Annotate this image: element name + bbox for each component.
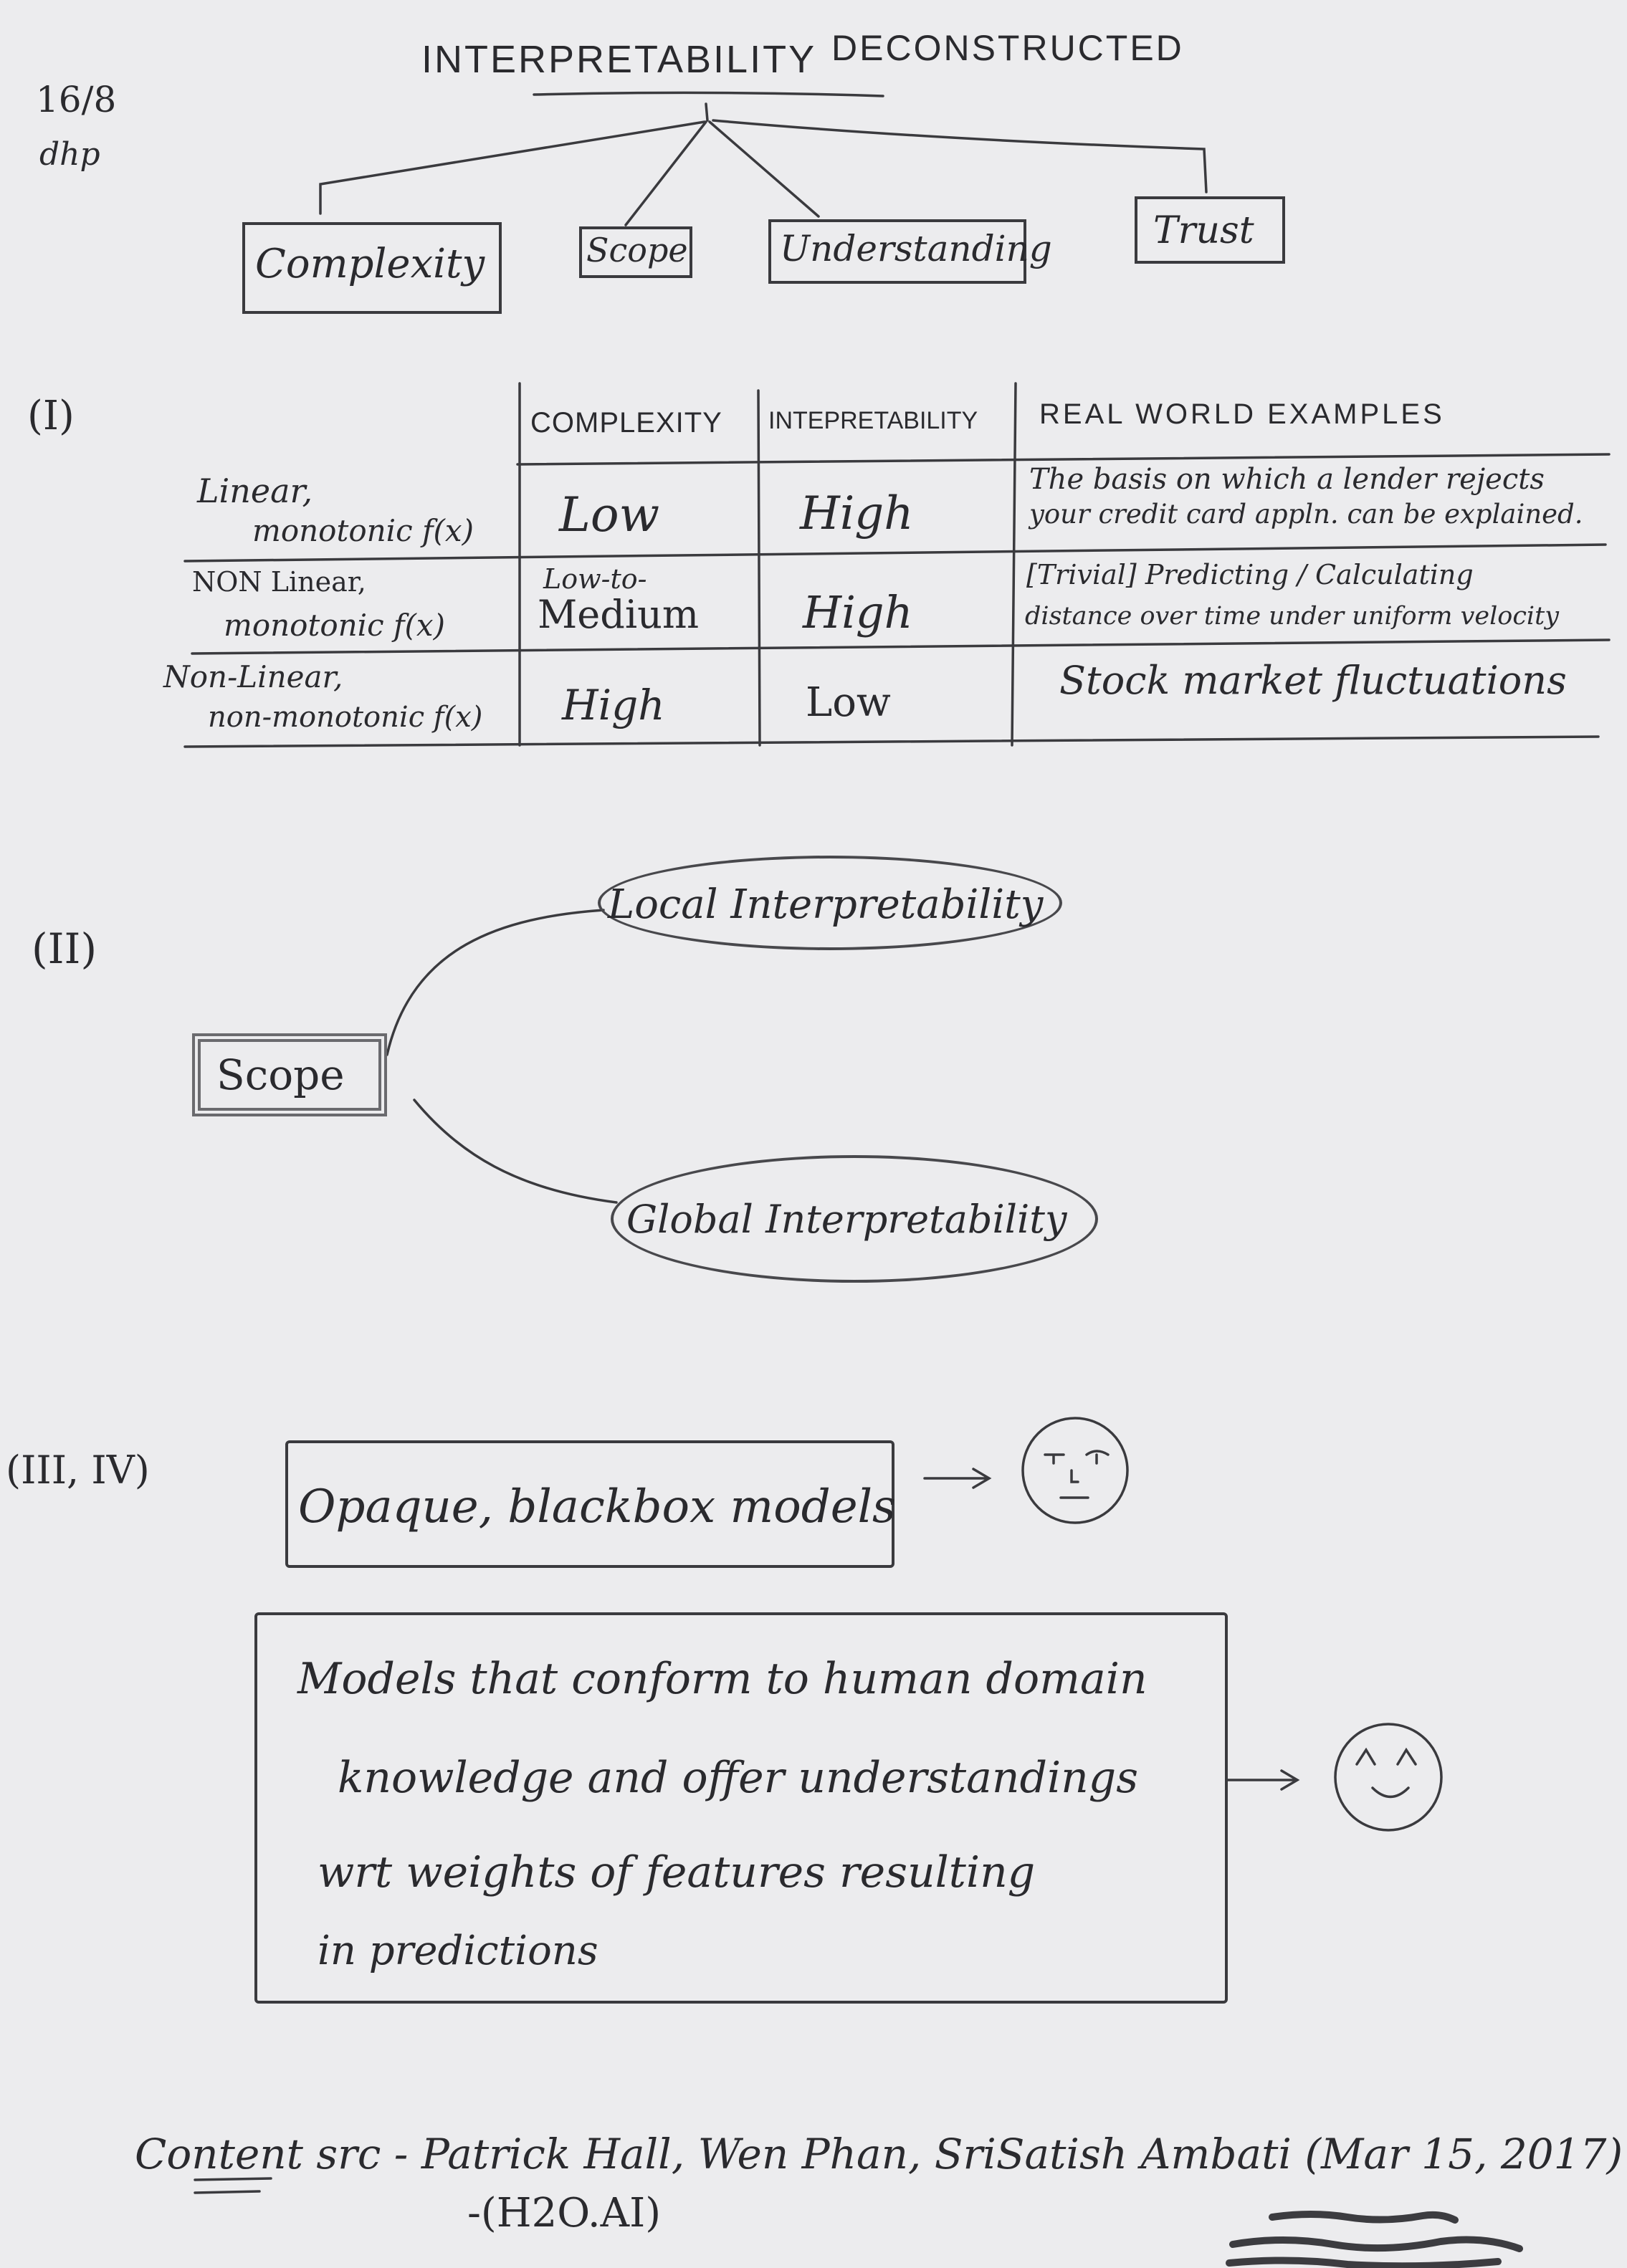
row2-complexity-line2: Medium [538, 592, 700, 637]
row2-label-line2: monotonic f(x) [224, 608, 445, 643]
row1-complexity: Low [559, 487, 660, 542]
row3-complexity: High [562, 681, 665, 729]
section-3-numeral: (III, IV) [6, 1448, 150, 1493]
table-header-line [516, 453, 1611, 466]
branch-complexity [319, 120, 706, 215]
title-underline [533, 91, 884, 97]
col-header-complexity: COMPLEXITY [530, 407, 722, 439]
branch-understanding [708, 120, 820, 218]
branch-scope [624, 120, 707, 226]
understanding-box: Understanding [768, 219, 1052, 284]
scope-box: Scope [579, 226, 692, 278]
conform-line-4: in predictions [318, 1928, 598, 1974]
tree-stem [705, 102, 709, 122]
trust-box: Trust [1135, 196, 1285, 264]
neutral-face-icon [1021, 1417, 1129, 1524]
row1-example-line2: your credit card appln. can be explained… [1029, 499, 1583, 530]
connector-local [386, 909, 605, 1056]
row1-interpretability: High [800, 487, 914, 540]
page-title-second-word: DECONSTRUCTED [831, 28, 1184, 68]
branch-trust [712, 119, 1208, 193]
row2-example-line2: distance over time under uniform velocit… [1025, 602, 1559, 631]
row2-complexity-line1: Low-to- [543, 563, 647, 595]
scope-label: Scope [586, 231, 688, 269]
row2-label-line1: NON Linear, [192, 566, 366, 598]
conform-line-2: knowledge and offer understandings [338, 1753, 1139, 1803]
row3-label-line2: non-monotonic f(x) [208, 701, 483, 734]
conform-models-box: Models that conform to human domain know… [254, 1612, 1228, 2004]
opaque-models-label: Opaque, blackbox models [298, 1480, 896, 1533]
complexity-label: Complexity [255, 241, 485, 287]
section-1-numeral: (I) [27, 393, 75, 439]
row3-label-line1: Non-Linear, [163, 659, 343, 694]
table-row-line-3 [183, 735, 1600, 748]
redacted-scribble [1226, 2211, 1523, 2268]
global-interpretability-oval: Global Interpretability [611, 1155, 1098, 1283]
conform-line-1: Models that conform to human domain [297, 1654, 1148, 1704]
global-interpretability-label: Global Interpretability [626, 1197, 1067, 1242]
section-2-numeral: (II) [32, 924, 97, 973]
row1-example-line1: The basis on which a lender rejects [1029, 463, 1545, 496]
row3-example: Stock market fluctuations [1059, 658, 1567, 703]
trust-label: Trust [1153, 209, 1254, 252]
content-source-org: -(H2O.AI) [467, 2190, 662, 2236]
opaque-models-box: Opaque, blackbox models [285, 1440, 896, 1568]
title-word-interpretability: INTERPRETABILITY [421, 38, 817, 81]
scope-root-box: Scope [192, 1033, 387, 1116]
scope-root-label: Scope [216, 1051, 345, 1099]
content-source: Content src - Patrick Hall, Wen Phan, Sr… [135, 2130, 1623, 2178]
col-header-examples: REAL WORLD EXAMPLES [1039, 398, 1445, 430]
conform-line-3: wrt weights of features resulting [318, 1847, 1036, 1898]
arrow-opaque [923, 1468, 992, 1489]
row1-label-line2: monotonic f(x) [252, 513, 474, 548]
table-row-line-2 [191, 638, 1611, 655]
complexity-box: Complexity [242, 222, 502, 314]
connector-global [413, 1099, 618, 1204]
footer-underline-2 [194, 2190, 261, 2194]
row1-label-line1: Linear, [197, 472, 313, 510]
smiley-face-icon [1334, 1723, 1443, 1832]
page-title: INTERPRETABILITY [421, 37, 816, 82]
table-col-line-3 [1011, 382, 1017, 747]
row3-interpretability: Low [806, 679, 891, 726]
date-note: 16/8 [36, 79, 117, 120]
table-col-line-2 [757, 389, 761, 747]
local-interpretability-label: Local Interpretability [608, 881, 1044, 928]
understanding-label: Understanding [780, 228, 1052, 269]
footer-underline-1 [194, 2177, 272, 2181]
arrow-conform [1226, 1769, 1300, 1791]
local-interpretability-oval: Local Interpretability [598, 856, 1062, 950]
table-row-line-1 [183, 543, 1607, 563]
initials: dhp [39, 136, 100, 173]
row2-example-line1: [Trivial] Predicting / Calculating [1026, 559, 1474, 590]
col-header-interpretability: INTEPRETABILITY [768, 407, 978, 434]
row2-interpretability: High [803, 586, 913, 638]
